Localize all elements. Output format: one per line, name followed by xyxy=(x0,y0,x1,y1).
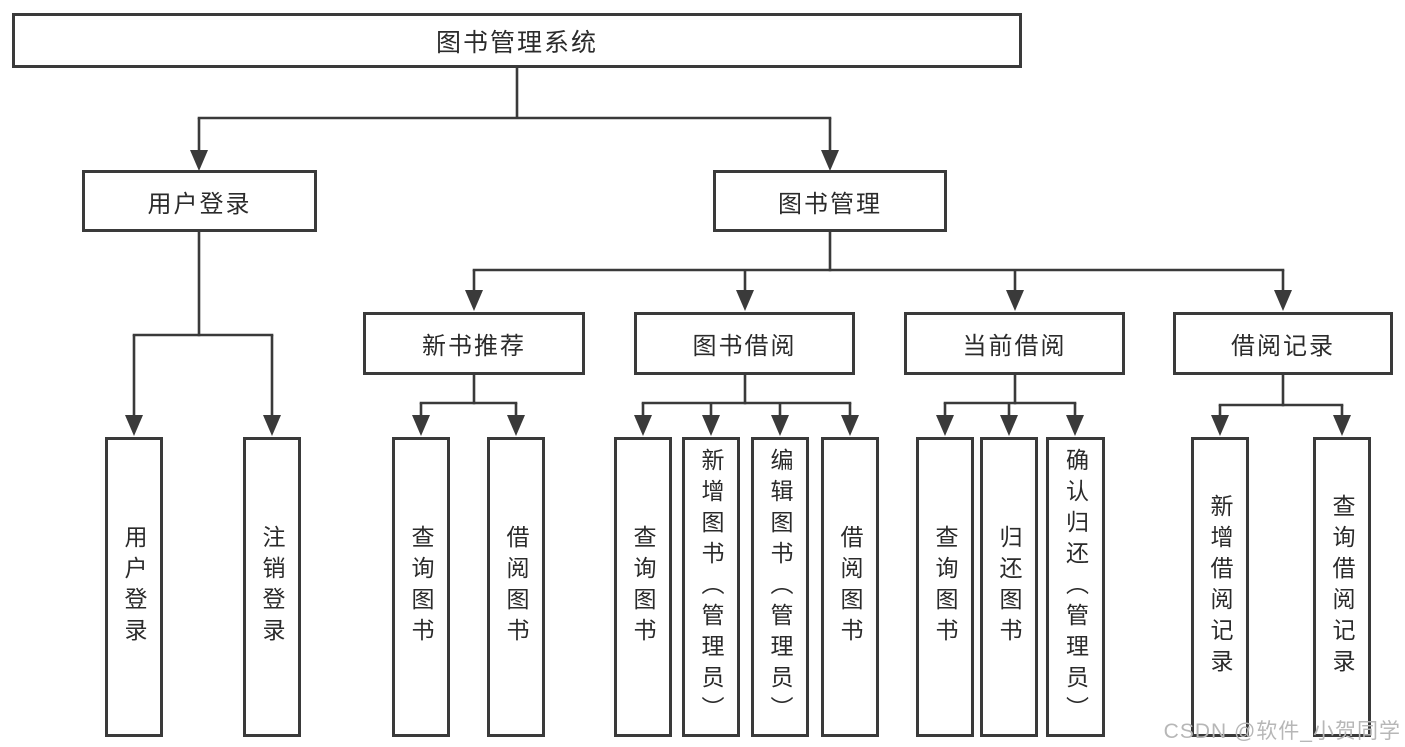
leaf-logout: 注销登录 xyxy=(243,437,301,737)
leaf-add-books-admin: 新增图书（管理员） xyxy=(682,437,740,737)
leaf-user-login: 用户登录 xyxy=(105,437,163,737)
node-book-borrowing: 图书借阅 xyxy=(634,312,855,375)
leaf-borrow-books-recommend: 借阅图书 xyxy=(487,437,545,737)
leaf-add-borrow-record: 新增借阅记录 xyxy=(1191,437,1249,737)
connector-root-to-level2 xyxy=(190,67,839,171)
connector-user-login-to-leaves xyxy=(125,231,281,436)
leaf-query-books-current: 查询图书 xyxy=(916,437,974,737)
csdn-watermark: CSDN @软件_小贺同学 xyxy=(1163,720,1401,743)
leaf-return-books: 归还图书 xyxy=(980,437,1038,737)
leaf-query-books-recommend: 查询图书 xyxy=(392,437,450,737)
leaf-edit-books-admin: 编辑图书（管理员） xyxy=(751,437,809,737)
node-user-login: 用户登录 xyxy=(82,170,317,232)
connector-new-books-to-leaves xyxy=(412,374,525,436)
node-current-borrowing: 当前借阅 xyxy=(904,312,1125,375)
connector-book-mgmt-to-level3 xyxy=(465,231,1292,311)
node-library-management-system: 图书管理系统 xyxy=(12,13,1022,68)
node-book-management: 图书管理 xyxy=(713,170,947,232)
leaf-query-books-borrow: 查询图书 xyxy=(614,437,672,737)
leaf-borrow-books: 借阅图书 xyxy=(821,437,879,737)
connector-borrow-records-to-leaves xyxy=(1211,374,1351,436)
leaf-confirm-return-admin: 确认归还（管理员） xyxy=(1046,437,1105,737)
connector-current-borrow-to-leaves xyxy=(936,374,1084,436)
node-new-book-recommendation: 新书推荐 xyxy=(363,312,585,375)
node-borrowing-records: 借阅记录 xyxy=(1173,312,1393,375)
connector-book-borrow-to-leaves xyxy=(634,374,859,436)
leaf-query-borrow-record: 查询借阅记录 xyxy=(1313,437,1371,737)
